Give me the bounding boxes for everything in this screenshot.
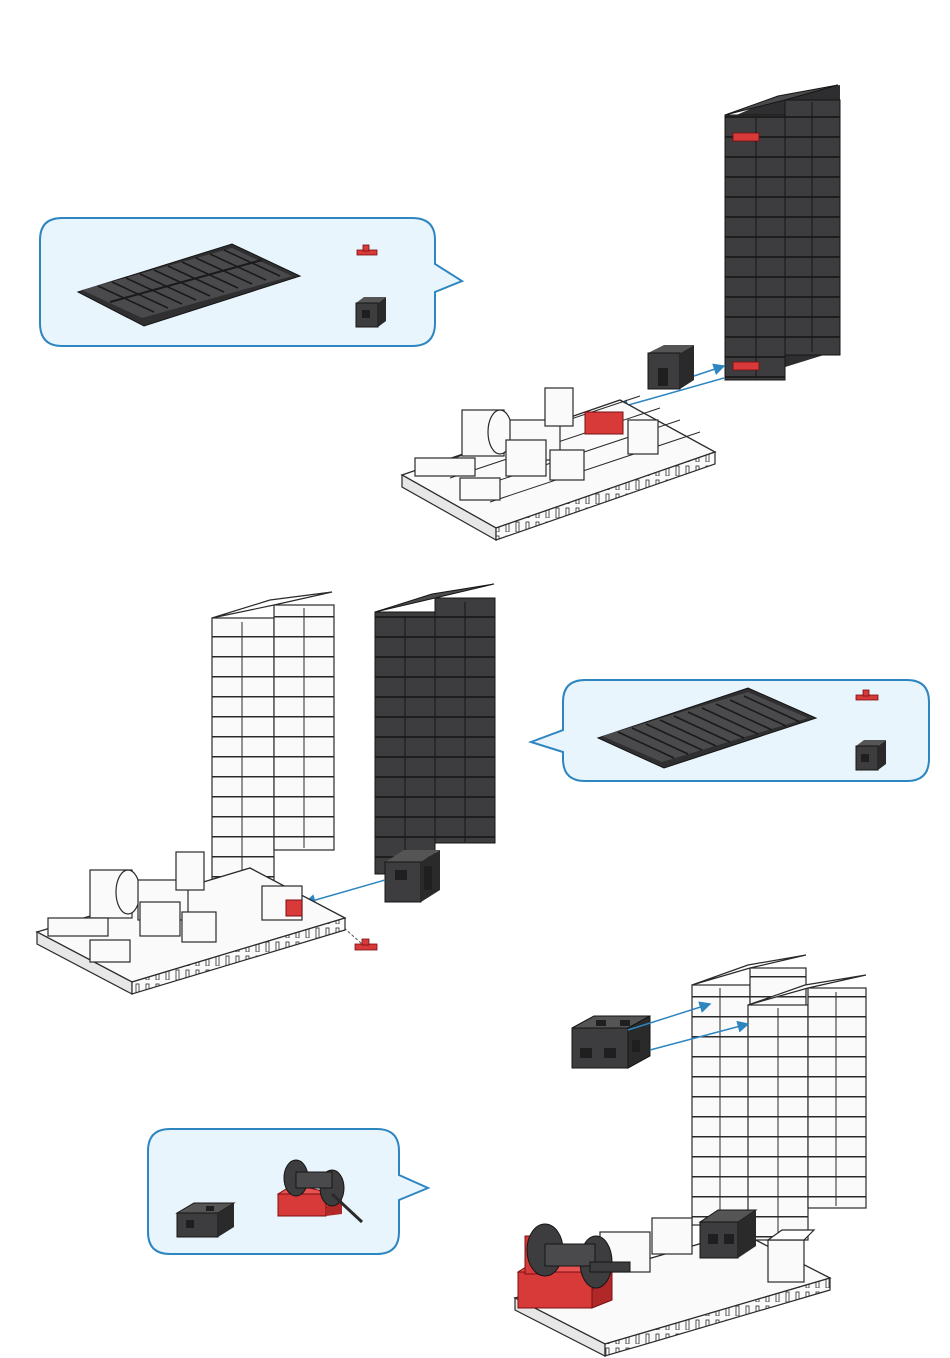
parts-callout-1 <box>40 218 462 346</box>
red-connector <box>355 939 377 950</box>
dark-block-icon <box>856 740 886 770</box>
dark-block <box>700 1210 756 1258</box>
dark-vertical-plate <box>725 85 840 380</box>
step-2 <box>37 584 929 994</box>
dark-double-block <box>572 1016 650 1068</box>
step-1 <box>40 85 840 540</box>
dark-block <box>648 345 694 389</box>
white-base-assembly <box>37 852 345 994</box>
dark-block-icon <box>356 297 386 327</box>
dark-block <box>385 850 440 902</box>
white-double-tower <box>692 955 866 1240</box>
dark-bracket-icon <box>177 1203 234 1237</box>
parts-callout-3 <box>148 1129 428 1254</box>
white-base-assembly <box>402 388 715 540</box>
parts-callout-2 <box>531 680 929 781</box>
dark-vertical-plate <box>375 584 495 874</box>
step-3 <box>148 955 866 1356</box>
white-vertical-plate <box>212 592 334 880</box>
